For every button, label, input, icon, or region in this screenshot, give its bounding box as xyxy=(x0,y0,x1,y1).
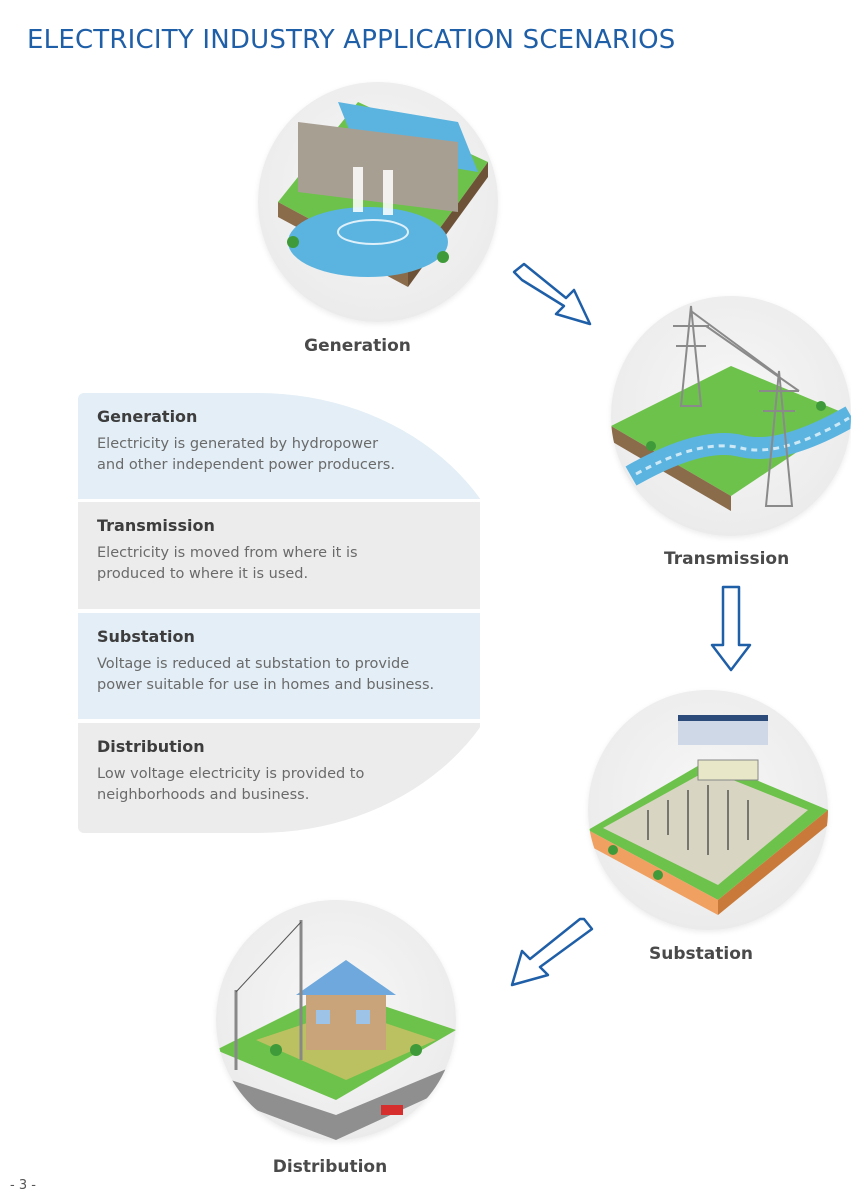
info-heading: Substation xyxy=(97,627,195,646)
arrow-left-down-icon xyxy=(510,917,594,987)
info-text: Low voltage electricity is provided to n… xyxy=(97,766,365,803)
distribution-illustration xyxy=(216,900,456,1140)
info-card-substation: Substation Voltage is reduced at substat… xyxy=(78,613,480,719)
transmission-illustration xyxy=(611,296,851,536)
generation-illustration xyxy=(258,82,498,322)
page-number: - 3 - xyxy=(10,1178,36,1193)
arrow-down-icon xyxy=(710,585,752,672)
info-card-distribution: Distribution Low voltage electricity is … xyxy=(78,723,480,833)
info-heading: Generation xyxy=(97,407,198,426)
generation-label: Generation xyxy=(304,336,411,356)
info-card-generation: Generation Electricity is generated by h… xyxy=(78,393,480,499)
substation-illustration xyxy=(588,690,828,930)
info-panel: Generation Electricity is generated by h… xyxy=(78,393,480,833)
info-text: Voltage is reduced at substation to prov… xyxy=(97,656,435,693)
transmission-label: Transmission xyxy=(664,549,790,569)
info-card-transmission: Transmission Electricity is moved from w… xyxy=(78,502,480,609)
distribution-label: Distribution xyxy=(272,1157,388,1177)
info-text: Electricity is moved from where it is pr… xyxy=(97,545,358,582)
info-heading: Distribution xyxy=(97,737,205,756)
arrow-right-down-icon xyxy=(512,262,592,326)
substation-label: Substation xyxy=(649,944,753,964)
page-title: ELECTRICITY INDUSTRY APPLICATION SCENARI… xyxy=(27,25,676,56)
info-heading: Transmission xyxy=(97,516,215,535)
info-text: Electricity is generated by hydropower a… xyxy=(97,436,395,473)
